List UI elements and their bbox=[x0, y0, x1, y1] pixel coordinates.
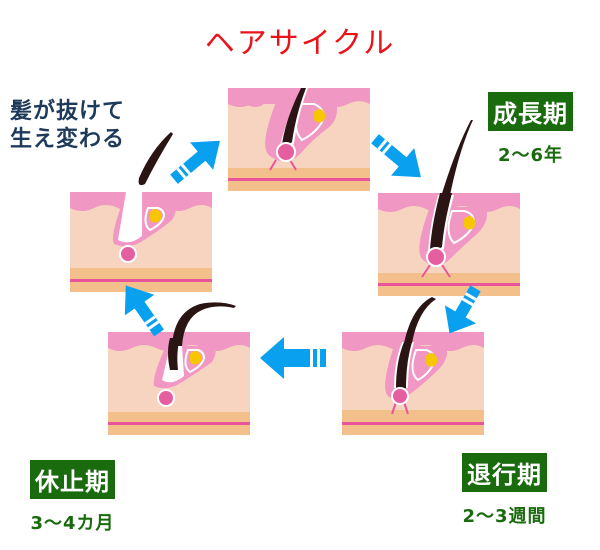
hair-shaft-icon bbox=[172, 302, 236, 346]
skin-cross-section-icon bbox=[70, 192, 212, 292]
arrow-up-right-icon bbox=[170, 140, 220, 184]
hair-shaft-icon bbox=[440, 120, 473, 200]
skin-cross-section-icon bbox=[228, 88, 370, 191]
panel-telogen bbox=[108, 332, 250, 435]
phase-label: 休止期 bbox=[30, 460, 115, 499]
panel-new-growth bbox=[228, 88, 370, 191]
shedding-note: 髪が抜けて 生え変わる bbox=[10, 98, 125, 154]
note-line-2: 生え変わる bbox=[10, 127, 126, 152]
shed-hair-icon bbox=[138, 132, 173, 186]
phase-catagen: 退行期 2〜3週間 bbox=[462, 453, 547, 528]
arrow-up-left-icon bbox=[124, 285, 164, 337]
arrow-down-right-icon bbox=[371, 134, 421, 178]
phase-telogen: 休止期 3〜4カ月 bbox=[30, 460, 115, 535]
phase-duration: 3〜4カ月 bbox=[30, 513, 115, 534]
panel-catagen bbox=[342, 332, 484, 435]
panel-anagen bbox=[378, 193, 520, 296]
diagram-title: ヘアサイクル bbox=[204, 26, 396, 61]
phase-anagen: 成長期 2〜6年 bbox=[488, 92, 573, 167]
skin-cross-section-icon bbox=[108, 332, 250, 435]
hair-shaft-icon bbox=[404, 297, 436, 343]
skin-cross-section-icon bbox=[342, 332, 484, 435]
arrow-left-icon bbox=[260, 337, 326, 379]
phase-label: 成長期 bbox=[488, 92, 573, 131]
panel-shedding bbox=[70, 192, 212, 295]
arrow-down-left-icon bbox=[444, 285, 481, 334]
phase-duration: 2〜6年 bbox=[497, 145, 564, 166]
skin-cross-section-icon bbox=[378, 193, 520, 296]
phase-label: 退行期 bbox=[462, 453, 547, 492]
phase-duration: 2〜3週間 bbox=[462, 506, 547, 527]
note-line-1: 髪が抜けて bbox=[10, 99, 126, 124]
